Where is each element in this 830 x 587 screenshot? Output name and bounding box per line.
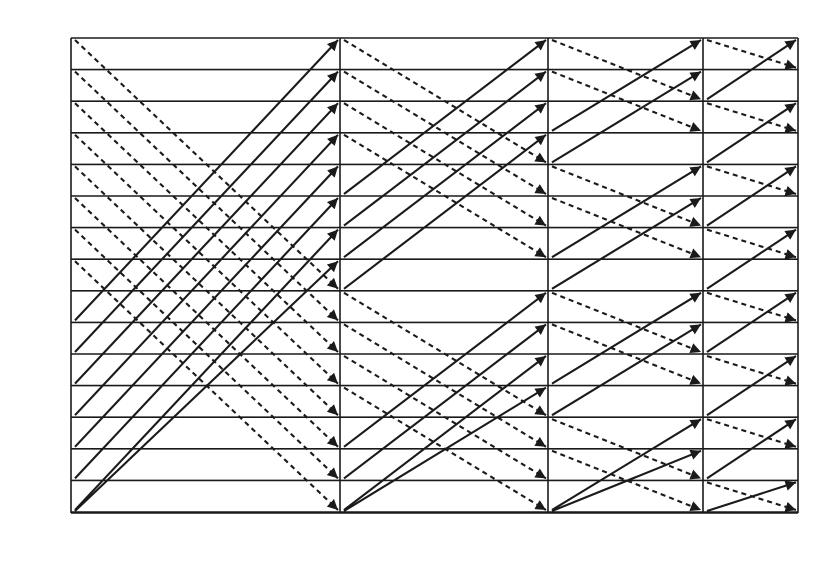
up-arrow-stage2-5 xyxy=(343,70,547,227)
up-arrow-stage1-9 xyxy=(74,70,339,353)
down-arrow-stage4-8 xyxy=(706,291,797,323)
up-arrow-stage3-14 xyxy=(551,418,702,511)
up-arrow-stage3-3 xyxy=(551,70,702,164)
up-arrow-stage1-12 xyxy=(74,165,339,448)
down-arrow-stage2-10 xyxy=(343,355,547,480)
up-arrow-stage4-7 xyxy=(706,228,797,290)
up-arrow-stage4-1 xyxy=(706,39,797,101)
down-arrow-stage2-3 xyxy=(343,133,547,259)
up-arrow-stage2-4 xyxy=(343,39,547,195)
down-arrow-stage4-2 xyxy=(706,102,797,133)
up-arrow-stage3-2 xyxy=(551,39,702,132)
down-arrow-stage2-2 xyxy=(343,102,547,227)
down-arrow-stage4-10 xyxy=(706,354,797,386)
up-arrow-stage1-11 xyxy=(74,134,339,416)
down-arrow-stage2-0 xyxy=(343,39,547,164)
up-arrow-stage1-15 xyxy=(74,260,339,512)
down-arrow-stage1-0 xyxy=(74,39,339,290)
arrow-connections xyxy=(74,38,797,512)
up-arrow-stage4-5 xyxy=(706,165,797,227)
up-arrow-stage1-10 xyxy=(74,102,339,385)
up-arrow-stage3-7 xyxy=(551,197,702,290)
up-arrow-stage4-13 xyxy=(706,418,797,480)
down-arrow-stage1-2 xyxy=(74,102,339,353)
up-arrow-stage1-8 xyxy=(74,39,339,322)
down-arrow-stage2-9 xyxy=(343,323,547,448)
up-arrow-stage4-9 xyxy=(706,291,797,353)
down-arrow-stage4-12 xyxy=(706,418,797,449)
up-arrow-stage4-15 xyxy=(706,480,797,512)
down-arrow-stage1-5 xyxy=(74,197,339,448)
down-arrow-stage2-1 xyxy=(343,70,547,195)
up-arrow-stage3-6 xyxy=(551,165,702,259)
up-arrow-stage2-14 xyxy=(343,355,547,511)
up-arrow-stage4-11 xyxy=(706,355,797,417)
down-arrow-stage4-6 xyxy=(706,228,797,260)
up-arrow-stage4-3 xyxy=(706,102,797,164)
down-arrow-stage1-4 xyxy=(74,165,339,416)
down-arrow-stage4-4 xyxy=(706,165,797,196)
down-arrow-stage1-6 xyxy=(74,228,339,480)
down-arrow-stage1-1 xyxy=(74,70,339,322)
down-arrow-stage4-0 xyxy=(706,38,797,70)
up-arrow-stage3-11 xyxy=(551,323,702,417)
down-arrow-stage1-3 xyxy=(74,134,339,385)
up-arrow-stage2-7 xyxy=(343,133,547,290)
up-arrow-stage1-14 xyxy=(74,228,339,511)
up-arrow-stage2-15 xyxy=(343,386,547,512)
down-arrow-stage2-8 xyxy=(343,291,547,417)
up-arrow-stage3-10 xyxy=(551,291,702,385)
up-arrow-stage1-13 xyxy=(74,197,339,480)
up-arrow-stage2-12 xyxy=(343,291,547,448)
up-arrow-stage2-13 xyxy=(343,323,547,480)
up-arrow-stage2-6 xyxy=(343,102,547,259)
up-arrow-stage3-15 xyxy=(551,449,702,512)
